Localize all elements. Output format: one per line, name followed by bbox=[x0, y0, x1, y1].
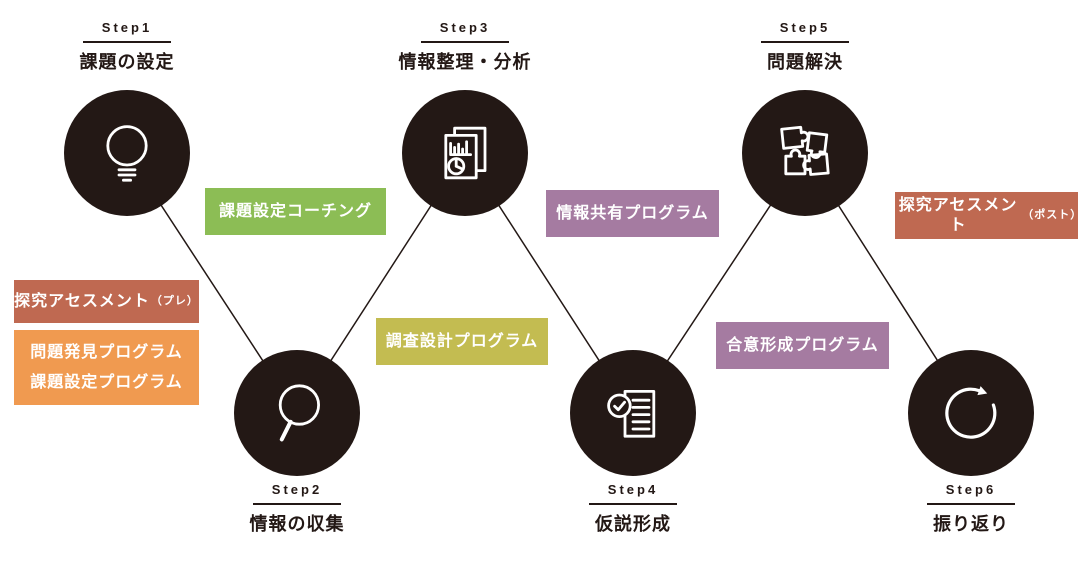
step3-circle bbox=[402, 90, 528, 216]
step6-circle bbox=[908, 350, 1034, 476]
step4-label: Step4 bbox=[607, 482, 659, 497]
consensus-program-badge: 合意形成プログラム bbox=[716, 322, 889, 369]
step4-title: 仮説形成 bbox=[595, 514, 671, 534]
lightbulb-icon bbox=[106, 125, 148, 182]
step5-header: Step5 問題解決 bbox=[695, 20, 915, 74]
assessment-pre-badge: 探究アセスメント（プレ） bbox=[14, 280, 199, 323]
step1-header: Step1 課題の設定 bbox=[17, 20, 237, 74]
step1-underline bbox=[83, 41, 171, 43]
refresh-arrow-icon bbox=[945, 386, 997, 439]
checklist-icon bbox=[607, 390, 656, 438]
step4-header: Step4 仮説形成 bbox=[523, 482, 743, 536]
step3-header: Step3 情報整理・分析 bbox=[355, 20, 575, 74]
coaching-program-badge: 課題設定コーチング bbox=[205, 188, 386, 235]
step3-title: 情報整理・分析 bbox=[398, 52, 532, 72]
problem-discovery-program-line2: 課題設定プログラム bbox=[30, 373, 183, 391]
step1-label: Step1 bbox=[101, 20, 153, 35]
step6-label: Step6 bbox=[945, 482, 997, 497]
step2-label: Step2 bbox=[271, 482, 323, 497]
step6-header: Step6 振り返り bbox=[861, 482, 1081, 536]
survey-design-program-badge: 調査設計プログラム bbox=[376, 318, 548, 365]
step2-title: 情報の収集 bbox=[249, 514, 345, 534]
assessment-pre-suffix: （プレ） bbox=[150, 294, 199, 307]
step2-underline bbox=[253, 503, 341, 505]
info-sharing-program-label: 情報共有プログラム bbox=[556, 204, 709, 222]
step6-title: 振り返り bbox=[933, 514, 1009, 534]
step2-circle bbox=[234, 350, 360, 476]
step1-title: 課題の設定 bbox=[79, 52, 175, 72]
step1-circle bbox=[64, 90, 190, 216]
step3-underline bbox=[421, 41, 509, 43]
info-sharing-program-badge: 情報共有プログラム bbox=[546, 190, 719, 237]
coaching-program-label: 課題設定コーチング bbox=[218, 202, 372, 220]
step4-circle bbox=[570, 350, 696, 476]
step6-underline bbox=[927, 503, 1015, 505]
survey-design-program-label: 調査設計プログラム bbox=[385, 332, 539, 350]
magnifier-icon bbox=[278, 384, 320, 442]
problem-discovery-program-line1: 問題発見プログラム bbox=[30, 343, 183, 361]
step5-circle bbox=[742, 90, 868, 216]
step5-title: 問題解決 bbox=[767, 52, 843, 72]
step3-label: Step3 bbox=[439, 20, 491, 35]
assessment-pre-label: 探究アセスメント bbox=[14, 292, 150, 310]
step2-header: Step2 情報の収集 bbox=[187, 482, 407, 536]
problem-discovery-program-badge: 問題発見プログラム 課題設定プログラム bbox=[14, 330, 199, 405]
assessment-post-badge: 探究アセスメント （ポスト） bbox=[895, 192, 1083, 239]
consensus-program-label: 合意形成プログラム bbox=[726, 336, 879, 354]
step5-underline bbox=[761, 41, 849, 43]
chart-documents-icon bbox=[444, 126, 487, 180]
assessment-post-label: 探究アセスメント bbox=[898, 197, 1018, 234]
step4-underline bbox=[589, 503, 677, 505]
assessment-post-suffix: （ポスト） bbox=[1022, 208, 1083, 221]
puzzle-icon bbox=[780, 125, 830, 176]
step5-label: Step5 bbox=[779, 20, 831, 35]
